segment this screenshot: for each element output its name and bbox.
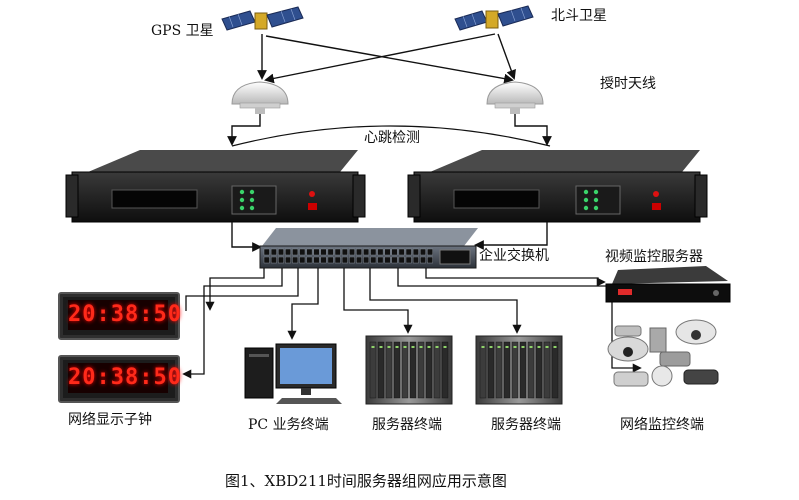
blade-server-1-icon — [365, 335, 453, 405]
gps-satellite-icon — [221, 6, 304, 31]
pc-icon — [244, 343, 342, 404]
switch-ports — [263, 248, 433, 264]
figure-caption: 图1、XBD211时间服务器组网应用示意图 — [225, 472, 507, 490]
server-terminal-1-label: 服务器终端 — [372, 417, 442, 433]
heartbeat-arc — [231, 125, 551, 147]
heartbeat-label: 心跳检测 — [364, 130, 420, 146]
pc-terminal-label: PC 业务终端 — [248, 417, 329, 433]
network-clock-label: 网络显示子钟 — [68, 412, 152, 428]
network-clock-2: 20:38:50 — [58, 355, 181, 403]
antenna-cables — [227, 114, 552, 146]
camera-cluster-icon — [607, 319, 719, 387]
switch-label: 企业交换机 — [479, 248, 549, 264]
dvr-icon — [605, 266, 731, 303]
clock-2-time: 20:38:50 — [68, 363, 181, 393]
beidou-satellite-icon — [454, 5, 534, 31]
beidou-satellite-label: 北斗卫星 — [551, 8, 607, 24]
server-switch-links — [231, 222, 548, 252]
gps-satellite-label: GPS 卫星 — [151, 23, 214, 39]
video-monitor-server-label: 视频监控服务器 — [605, 249, 703, 265]
timing-antenna-label: 授时天线 — [600, 76, 656, 92]
antenna-left-icon — [231, 81, 289, 114]
time-server-right — [407, 150, 708, 223]
clock-1-time: 20:38:50 — [68, 300, 181, 330]
blade-server-2-icon — [475, 335, 563, 405]
satellite-links — [257, 33, 516, 84]
antenna-right-icon — [486, 81, 544, 114]
server-terminal-2-label: 服务器终端 — [491, 417, 561, 433]
time-server-left — [65, 150, 366, 223]
network-monitor-terminal-label: 网络监控终端 — [620, 417, 704, 433]
network-clock-1: 20:38:50 — [58, 292, 181, 340]
switch-icon — [259, 228, 478, 269]
